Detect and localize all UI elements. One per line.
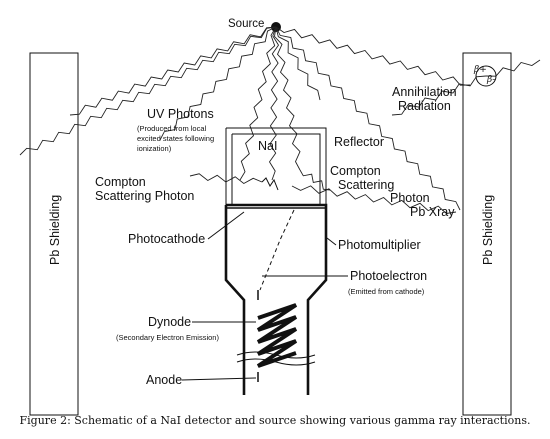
uv-note-2: excited states following bbox=[137, 134, 214, 143]
pb-xray-label: Pb Xray bbox=[410, 205, 455, 219]
compton-scattering-label-1: Compton bbox=[330, 164, 381, 178]
photoelectron-path bbox=[259, 209, 295, 291]
compton-scattering-photon-label-1: Compton bbox=[95, 175, 146, 189]
photomultiplier-pointer bbox=[326, 237, 337, 246]
uv-note-1: (Produced from local bbox=[137, 124, 207, 133]
photoelectron-label: Photoelectron bbox=[350, 269, 427, 283]
gamma-ray-path bbox=[291, 185, 457, 214]
pb-shielding-right-label: Pb Shielding bbox=[481, 195, 495, 265]
pb-shielding-right bbox=[462, 52, 512, 416]
gamma-ray-path bbox=[299, 169, 331, 191]
gamma-ray-path bbox=[159, 26, 277, 141]
gamma-ray-path bbox=[391, 75, 487, 116]
dynode-label: Dynode bbox=[148, 315, 191, 329]
figure-caption: Figure 2: Schematic of a NaI detector an… bbox=[19, 414, 531, 427]
gamma-ray-path bbox=[274, 26, 301, 171]
anode-label: Anode bbox=[146, 373, 182, 387]
gamma-ray-path bbox=[69, 26, 277, 116]
source-label: Source bbox=[228, 18, 264, 30]
beta-plus-label: β+ bbox=[473, 65, 487, 75]
gamma-ray-path bbox=[268, 26, 280, 181]
tube-break-top bbox=[236, 351, 316, 359]
compton-scattering-label-2: Scattering bbox=[338, 178, 394, 192]
gamma-ray-path bbox=[275, 26, 321, 101]
pb-shielding-left bbox=[29, 52, 79, 416]
photocathode-label: Photocathode bbox=[128, 232, 205, 246]
gamma-ray-path bbox=[19, 26, 277, 156]
dynode-chain bbox=[256, 303, 298, 368]
anode-pointer bbox=[181, 377, 257, 381]
reflector-label: Reflector bbox=[334, 135, 384, 149]
annihilation-label-2: Radiation bbox=[398, 99, 451, 113]
annihilation-event bbox=[475, 65, 497, 87]
dynode-note: (Secondary Electron Emission) bbox=[116, 333, 219, 342]
nai-label: NaI bbox=[258, 139, 277, 153]
interaction-scribble bbox=[261, 177, 279, 191]
gamma-ray-path bbox=[485, 59, 541, 77]
uv-photons-label: UV Photons bbox=[147, 107, 214, 121]
photon-label: Photon bbox=[390, 191, 430, 205]
uv-note-3: ionization) bbox=[137, 144, 172, 153]
compton-scattering-photon-label-2: Scattering Photon bbox=[95, 189, 194, 203]
reflector-housing bbox=[225, 127, 327, 205]
annihilation-label-1: Annihilation bbox=[392, 85, 457, 99]
gamma-ray-path bbox=[275, 26, 471, 86]
gamma-ray-path bbox=[275, 26, 461, 211]
beta-minus-label: β- bbox=[486, 75, 495, 85]
photomultiplier-label: Photomultiplier bbox=[338, 238, 421, 252]
nai-crystal bbox=[231, 133, 321, 205]
gamma-ray-path bbox=[239, 26, 277, 181]
tube-break-bottom bbox=[236, 358, 316, 366]
photocathode-pointer bbox=[207, 211, 245, 240]
photoelectron-note: (Emitted from cathode) bbox=[348, 287, 425, 296]
pb-shielding-left-label: Pb Shielding bbox=[48, 195, 62, 265]
photomultiplier-tube bbox=[224, 203, 328, 395]
